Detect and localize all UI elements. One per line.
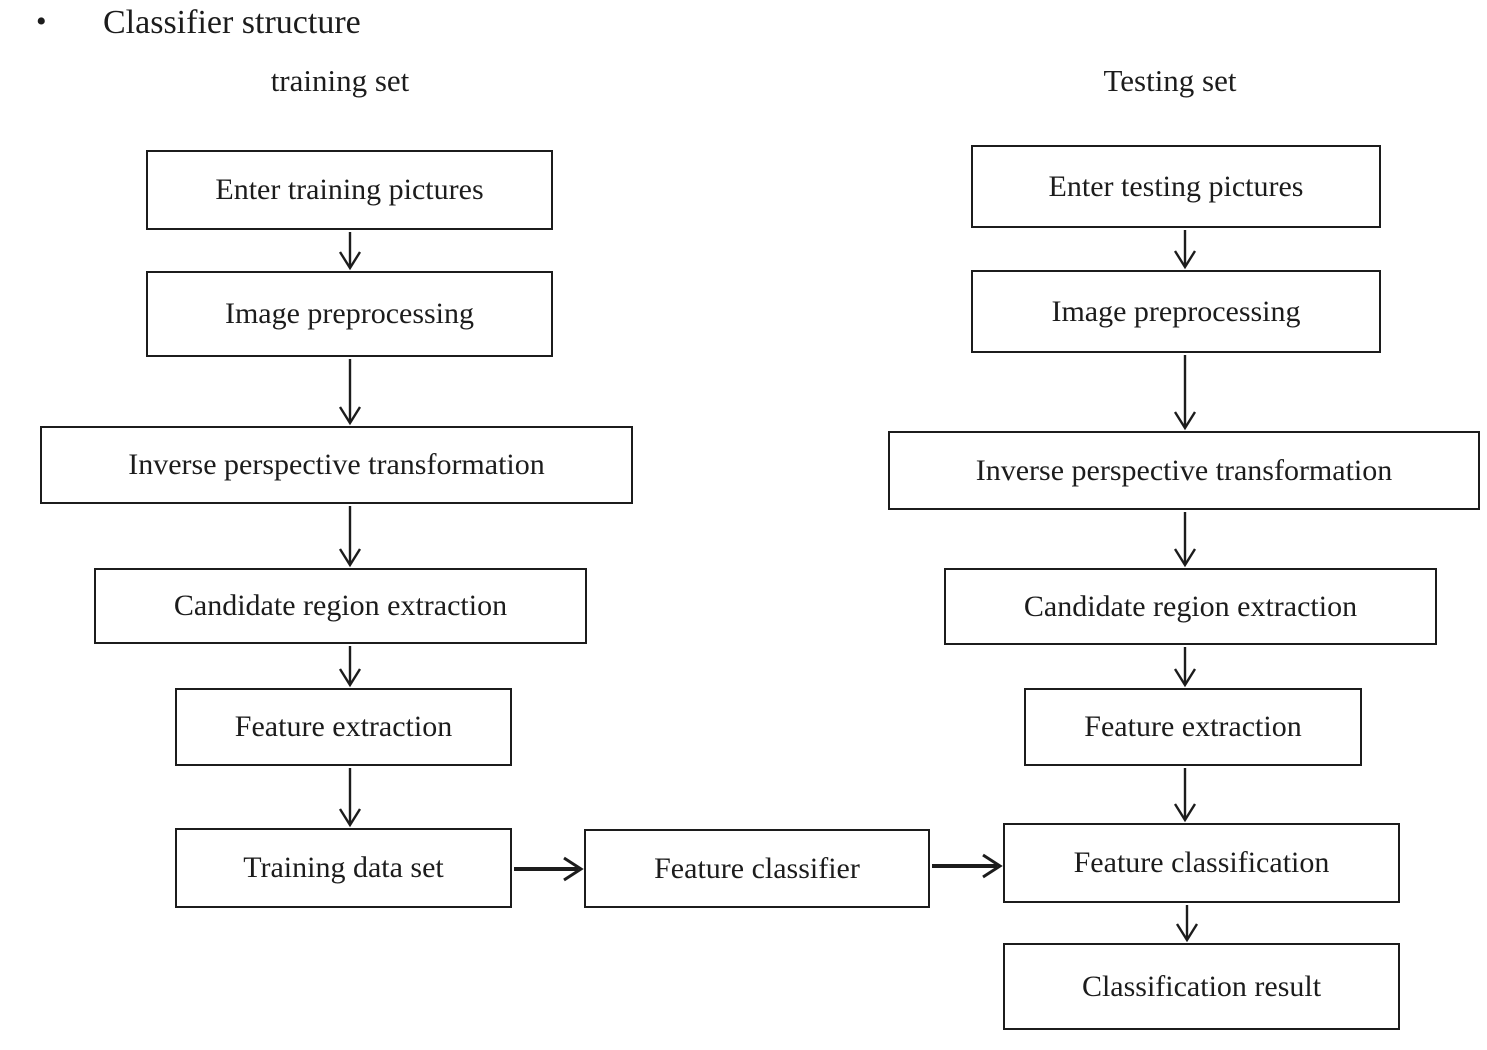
node-enter-training-pictures: Enter training pictures xyxy=(146,150,553,230)
node-label: Classification result xyxy=(1081,969,1322,1003)
node-label: Feature extraction xyxy=(234,710,453,743)
training-column-header: training set xyxy=(270,63,410,98)
arrow-training-2-3 xyxy=(338,359,362,426)
bullet-icon: • xyxy=(36,5,47,38)
node-testing-feature-extraction: Feature extraction xyxy=(1024,688,1362,766)
page-title: Classifier structure xyxy=(103,4,361,41)
node-label: Feature classification xyxy=(1073,846,1330,879)
node-label: Training data set xyxy=(243,851,444,884)
node-testing-candidate-region-extraction: Candidate region extraction xyxy=(944,568,1437,645)
arrow-testing-3-4 xyxy=(1173,512,1197,568)
arrow-testing-5-6 xyxy=(1173,768,1197,823)
node-enter-testing-pictures: Enter testing pictures xyxy=(971,145,1381,228)
arrow-classifier-to-classification xyxy=(932,853,1003,879)
node-training-inverse-perspective-transformation: Inverse perspective transformation xyxy=(40,426,633,504)
arrow-training-data-to-classifier xyxy=(514,856,584,882)
node-training-data-set: Training data set xyxy=(175,828,512,908)
arrow-training-1-2 xyxy=(338,232,362,271)
node-classification-result: Classification result xyxy=(1003,943,1400,1030)
node-label: Enter training pictures xyxy=(215,173,484,206)
node-label: Feature classifier xyxy=(654,851,860,885)
node-label: Candidate region extraction xyxy=(1023,589,1358,623)
node-label: Enter testing pictures xyxy=(1048,169,1304,203)
node-label: Feature extraction xyxy=(1084,710,1302,743)
node-label: Image preprocessing xyxy=(1051,294,1301,328)
arrow-testing-4-5 xyxy=(1173,647,1197,688)
arrow-training-5-6 xyxy=(338,768,362,828)
node-training-candidate-region-extraction: Candidate region extraction xyxy=(94,568,587,644)
arrow-testing-1-2 xyxy=(1173,230,1197,270)
node-testing-inverse-perspective-transformation: Inverse perspective transformation xyxy=(888,431,1480,510)
node-label: Image preprocessing xyxy=(224,297,475,330)
node-testing-image-preprocessing: Image preprocessing xyxy=(971,270,1381,353)
arrow-training-4-5 xyxy=(338,646,362,688)
arrow-testing-2-3 xyxy=(1173,355,1197,431)
arrow-training-3-4 xyxy=(338,506,362,568)
node-training-image-preprocessing: Image preprocessing xyxy=(146,271,553,357)
node-training-feature-extraction: Feature extraction xyxy=(175,688,512,766)
node-label: Inverse perspective transformation xyxy=(975,453,1393,487)
node-label: Candidate region extraction xyxy=(173,589,508,622)
testing-column-header: Testing set xyxy=(1103,63,1237,98)
node-label: Inverse perspective transformation xyxy=(128,448,545,481)
node-feature-classifier: Feature classifier xyxy=(584,829,930,908)
node-feature-classification: Feature classification xyxy=(1003,823,1400,903)
arrow-testing-6-7 xyxy=(1175,905,1199,943)
